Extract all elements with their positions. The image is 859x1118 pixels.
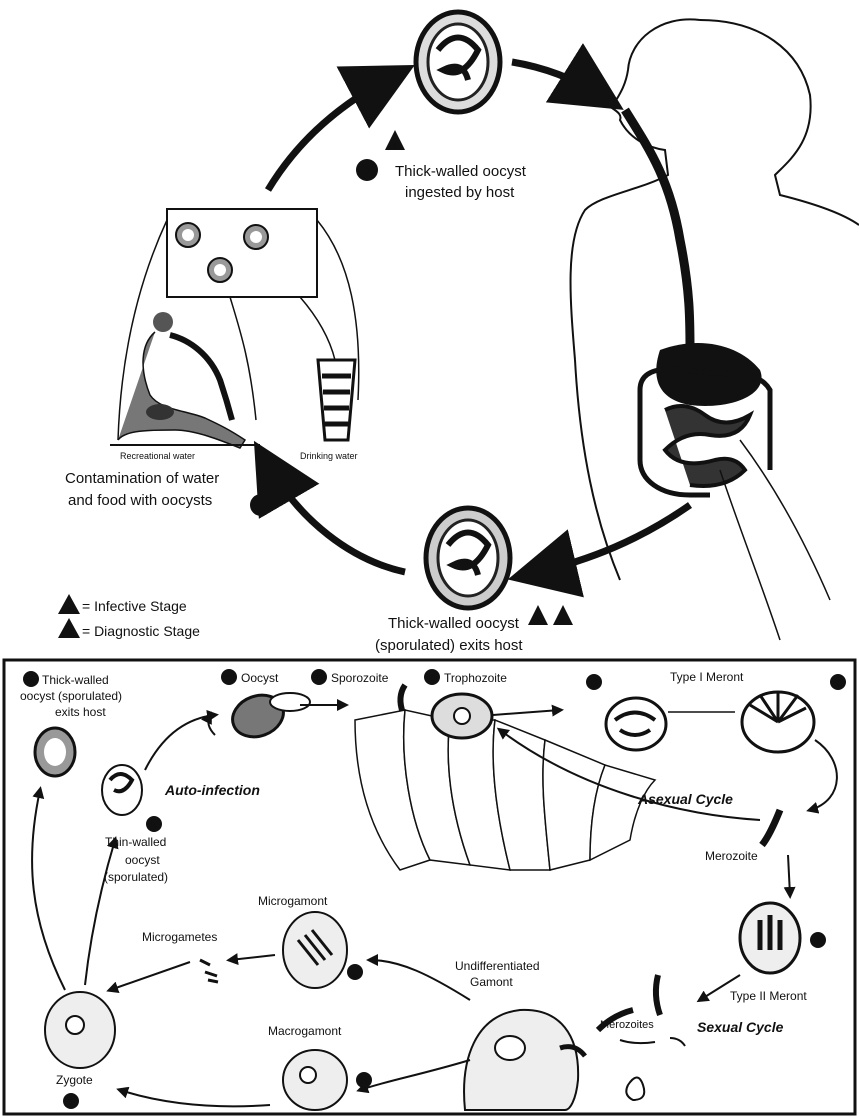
microgametes-label: Microgametes <box>142 930 217 944</box>
thin-walled-line2: oocyst <box>125 853 160 867</box>
thin-oocyst-image <box>102 765 142 815</box>
e-badge: e <box>835 677 841 689</box>
b-badge: b <box>316 672 323 684</box>
f-text-line3: exits host <box>55 705 106 719</box>
bottom-cycle: f Thick-walled oocyst (sporulated) exits… <box>20 669 846 1110</box>
zygote-label: Zygote <box>56 1073 93 1087</box>
inset-oocyst-2 <box>244 225 268 249</box>
trophozoite-label: Trophozoite <box>444 671 507 685</box>
ingested-oocyst-image <box>416 12 500 112</box>
type1-meront-e-image <box>742 692 814 752</box>
step2-text-line1: Contamination of water <box>65 470 219 487</box>
f-badge: f <box>29 674 33 686</box>
d-badge: d <box>591 677 598 689</box>
legend-infective-letter: i <box>68 604 71 615</box>
trophozoite-image <box>432 694 492 738</box>
merozoite-label: Merozoite <box>705 849 758 863</box>
auto-oocyst-image <box>227 688 310 743</box>
swimmers-image <box>110 312 260 448</box>
merozoite-image <box>762 810 780 845</box>
auto-infection-label: Auto-infection <box>164 782 260 798</box>
top-cycle: i 3 Thick-walled oocyst ingested by host <box>58 12 859 654</box>
inset-oocyst-1 <box>176 223 200 247</box>
f-text-line1: Thick-walled <box>42 673 109 687</box>
step3-text-line2: ingested by host <box>405 184 515 201</box>
inset-oocyst-3 <box>208 258 232 282</box>
infective-stage-icon: i <box>385 130 405 151</box>
step3-text-line1: Thick-walled oocyst <box>395 163 527 180</box>
legend-diagnostic-label: = Diagnostic Stage <box>82 623 200 639</box>
k-badge: k <box>151 819 158 831</box>
thick-oocyst-image <box>35 728 75 776</box>
microgamont-label: Microgamont <box>258 894 328 908</box>
f2-badge: f <box>816 935 820 947</box>
svg-text:i: i <box>537 615 540 626</box>
undifferentiated-gamont-image <box>464 1010 585 1110</box>
arrow-to-host <box>512 62 600 95</box>
drinking-glass-image <box>318 360 355 440</box>
g-badge: g <box>352 967 359 979</box>
exit-oocyst-image <box>426 508 510 608</box>
a-badge: a <box>226 672 233 684</box>
undifferentiated-line2: Gamont <box>470 975 513 989</box>
svg-text:i: i <box>394 140 397 151</box>
legend-diagnostic-letter: d <box>66 628 72 639</box>
zygote-image <box>45 992 115 1068</box>
type2-meront-image <box>740 903 800 973</box>
exit-diagnostic-icon: d <box>553 605 573 626</box>
macrogamont-image <box>283 1050 347 1110</box>
macrogamont-label: Macrogamont <box>268 1024 342 1038</box>
step3-badge: 3 <box>363 163 370 178</box>
sporozoite-label: Sporozoite <box>331 671 389 685</box>
step2-text-line2: and food with oocysts <box>68 492 212 509</box>
c-badge: c <box>429 672 435 684</box>
sexual-cycle-label: Sexual Cycle <box>697 1019 784 1035</box>
type2-meront-label: Type II Meront <box>730 989 807 1003</box>
digestive-tract <box>625 110 830 640</box>
f-text-line2: oocyst (sporulated) <box>20 689 122 703</box>
i-badge: i <box>69 1096 72 1108</box>
recreational-water-label: Recreational water <box>120 451 195 461</box>
human-host-figure <box>571 19 859 580</box>
step2-badge: 2 <box>257 498 264 513</box>
type1-meront-label: Type I Meront <box>670 670 744 684</box>
exit-text-line2: (sporulated) exits host <box>375 637 523 654</box>
type1-meront-d-image <box>606 698 666 750</box>
legend-infective-label: = Infective Stage <box>82 598 187 614</box>
exit-text-line1: Thick-walled oocyst <box>388 615 520 632</box>
legend: i = Infective Stage d = Diagnostic Stage <box>58 594 200 639</box>
exit-infective-icon: i <box>528 605 548 626</box>
merozoites-label: Merozoites <box>600 1019 654 1031</box>
svg-text:d: d <box>560 615 566 626</box>
h-badge: h <box>361 1075 368 1087</box>
drinking-water-label: Drinking water <box>300 451 358 461</box>
oocyst-label: Oocyst <box>241 671 279 685</box>
microgamont-image <box>283 912 347 988</box>
asexual-cycle-label: Asexual Cycle <box>637 791 733 807</box>
undifferentiated-line1: Undifferentiated <box>455 959 540 973</box>
thin-walled-line3: (sporulated) <box>104 870 168 884</box>
arrow-to-contamination <box>268 465 405 572</box>
